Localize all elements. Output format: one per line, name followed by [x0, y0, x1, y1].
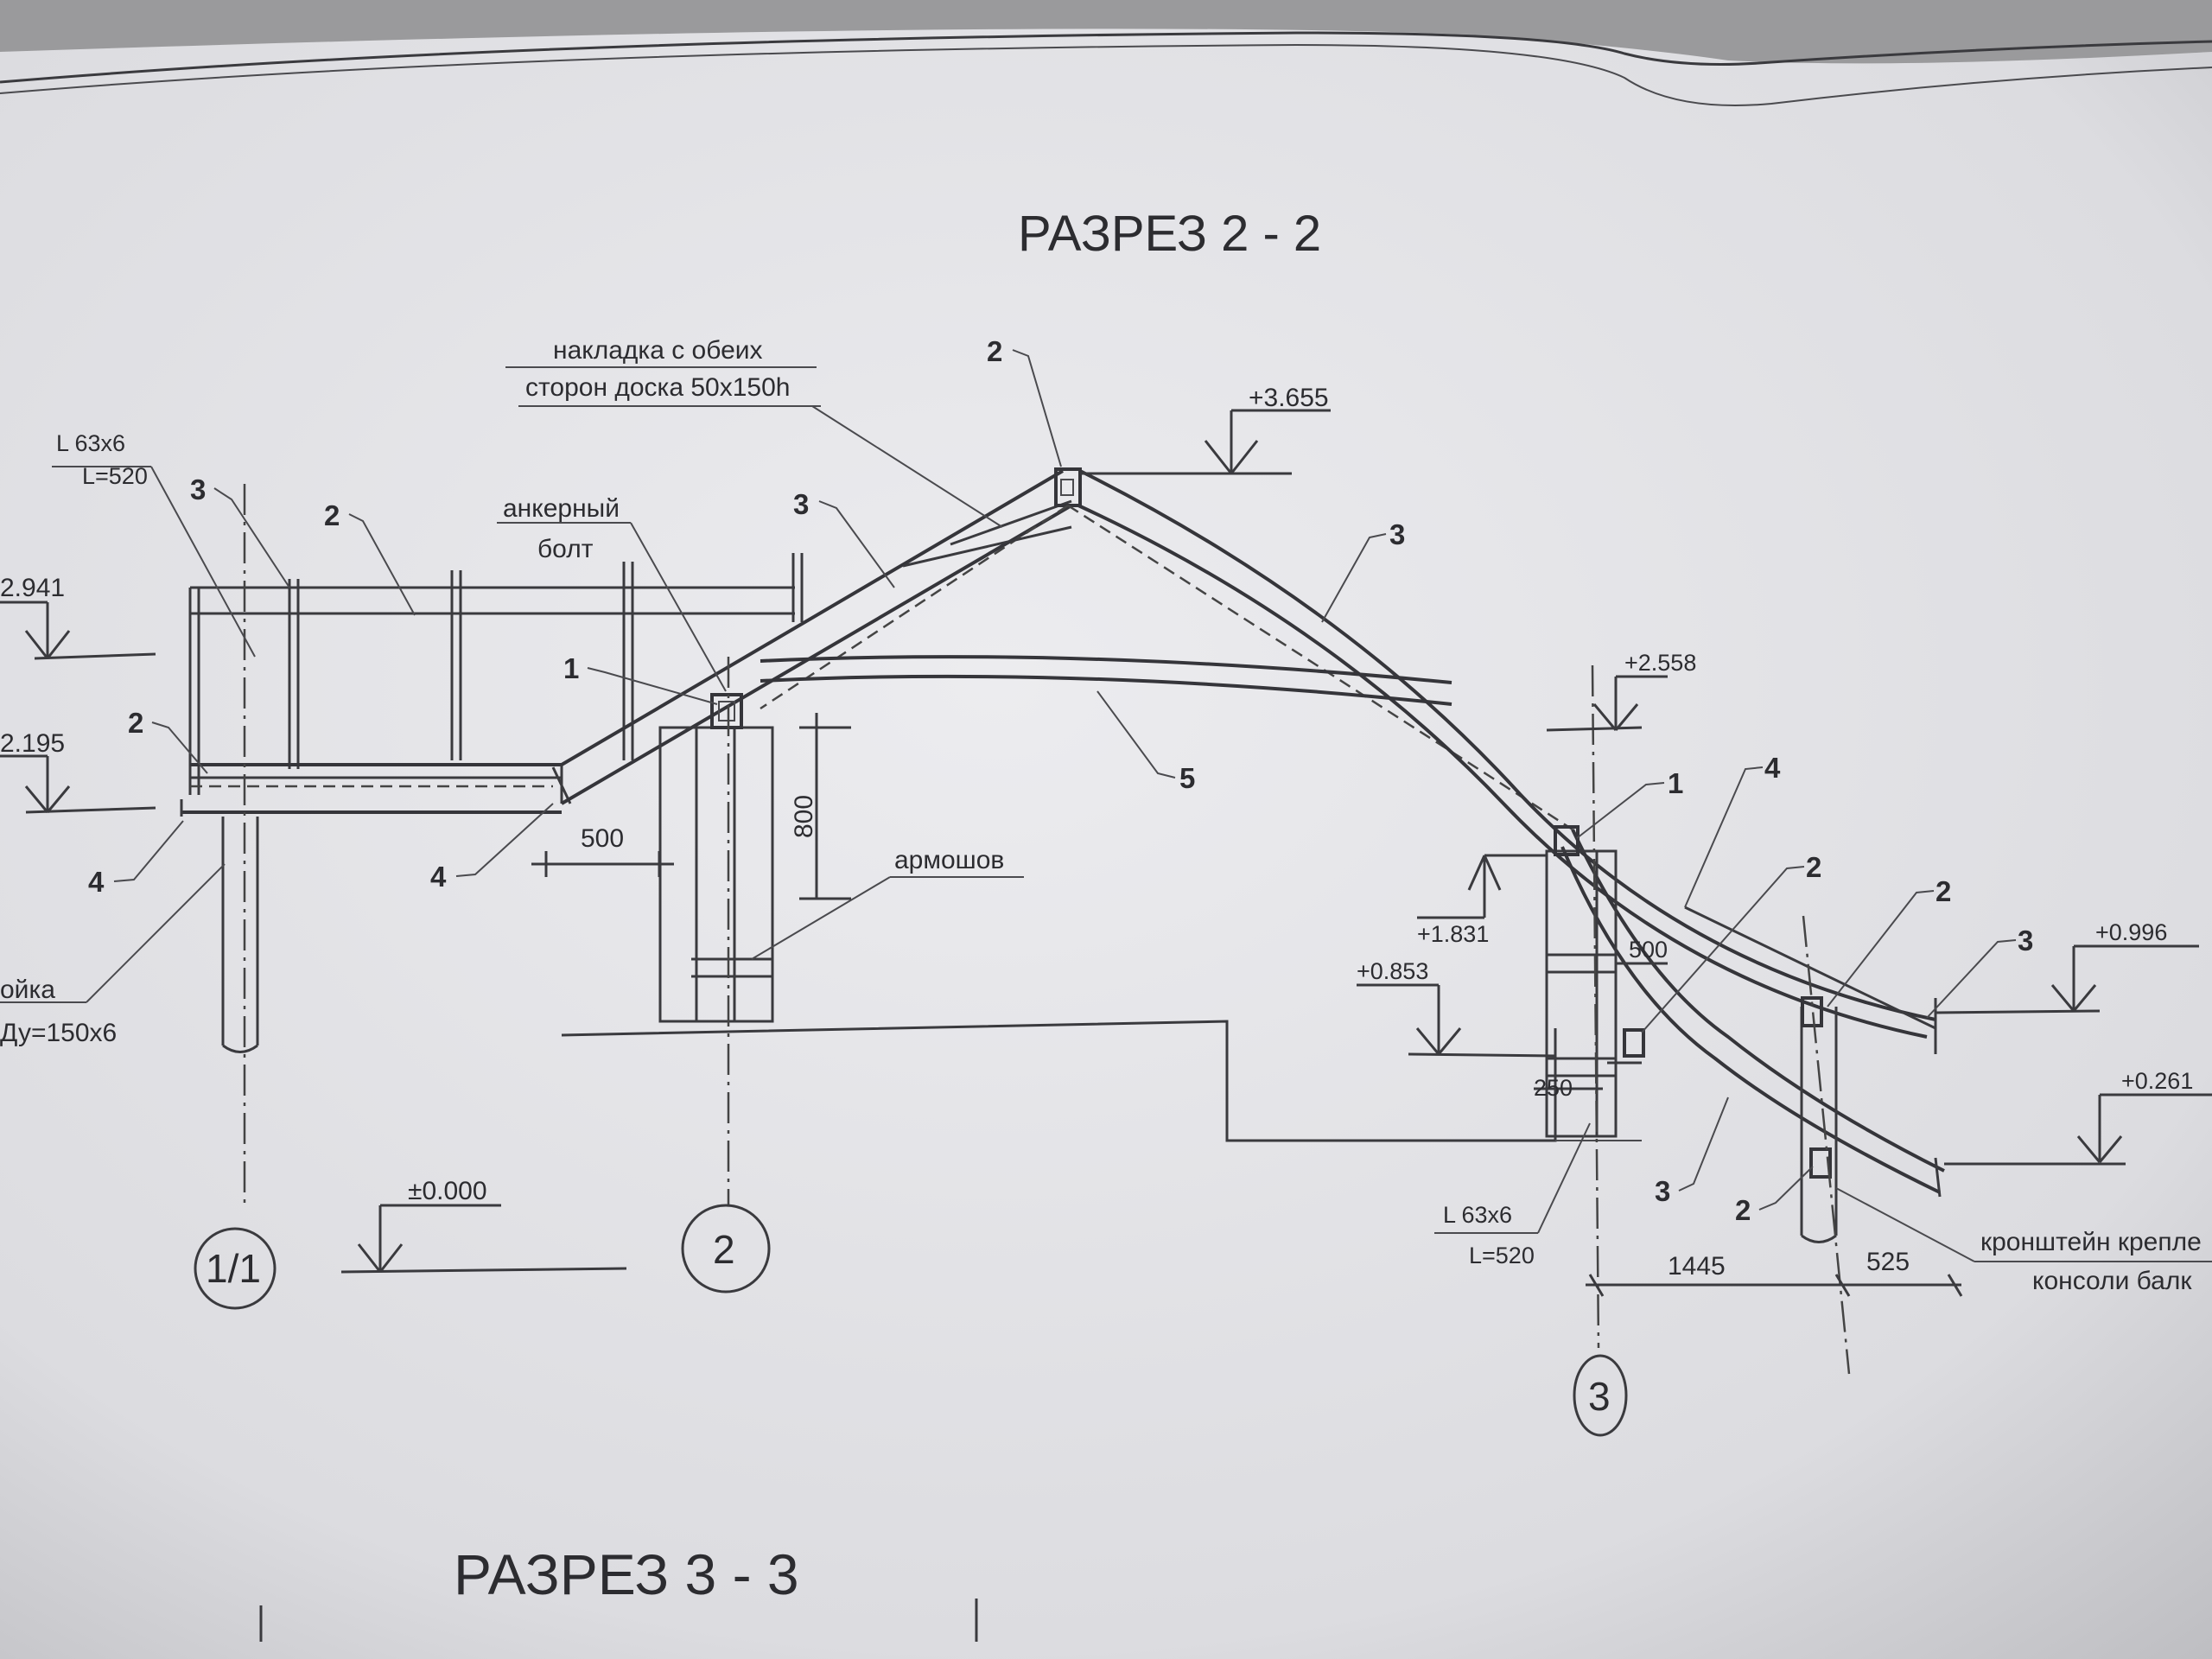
- svg-text:2: 2: [1806, 851, 1821, 883]
- svg-text:250: 250: [1534, 1075, 1573, 1101]
- elevation-mark-left-lower: 2.195: [0, 729, 156, 814]
- axis-bubble-3: [1573, 1354, 1628, 1437]
- elevation-ground-label: ±0.000: [408, 1177, 487, 1205]
- svg-text:500: 500: [581, 824, 624, 853]
- svg-text:4: 4: [88, 866, 105, 898]
- section-title-3-3: РАЗРЕЗ 3 - 3: [454, 1542, 799, 1606]
- elevation-right-mid-label: +2.558: [1624, 650, 1696, 676]
- svg-text:500: 500: [1629, 937, 1668, 963]
- elevation-mark-right-low: +0.853: [1357, 958, 1556, 1058]
- svg-text:L 63х6: L 63х6: [56, 430, 125, 456]
- elevation-mark-far-right-upper: +0.996: [1935, 919, 2199, 1014]
- frame-top-line: [0, 31, 2212, 84]
- svg-text:накладка с обеих: накладка с обеих: [553, 336, 763, 365]
- callout-armoshov: армошов: [751, 846, 1024, 960]
- svg-text:3: 3: [793, 488, 809, 520]
- svg-text:2: 2: [324, 499, 340, 531]
- svg-text:1: 1: [563, 652, 579, 684]
- svg-text:2: 2: [128, 707, 143, 739]
- svg-text:525: 525: [1866, 1248, 1910, 1276]
- callout-bracket: кронштейн крепле консоли балк: [1835, 1187, 2212, 1295]
- elevation-right-wall-label: +1.831: [1417, 921, 1489, 947]
- elevation-mark-far-right-lower: +0.261: [1944, 1068, 2212, 1166]
- axis-label-1-1: 1/1: [206, 1246, 261, 1291]
- item-markers: 2 3 2 3 3 1 2 4 4 5 1 4 2: [88, 335, 2033, 1226]
- axis-label-2: 2: [713, 1227, 735, 1272]
- dimension-500-left: 500: [531, 824, 674, 877]
- callout-overlay-board: накладка с обеих сторон доска 50х150h: [505, 336, 1003, 528]
- ground-line: [561, 1020, 1557, 1142]
- dimension-500-right: 500: [1616, 937, 1668, 965]
- svg-text:сторон доска 50х150h: сторон доска 50х150h: [525, 373, 790, 402]
- svg-text:2: 2: [1936, 875, 1951, 907]
- svg-text:3: 3: [1655, 1175, 1670, 1207]
- svg-text:4: 4: [1764, 752, 1781, 784]
- paper-page: [0, 29, 2212, 1659]
- svg-text:кронштейн крепле: кронштейн крепле: [1980, 1228, 2202, 1256]
- axis-label-3: 3: [1588, 1374, 1611, 1419]
- svg-text:3: 3: [2018, 925, 2033, 957]
- svg-text:армошов: армошов: [894, 846, 1004, 874]
- elevation-far-right-upper-label: +0.996: [2095, 919, 2167, 945]
- callout-post: ойка Ду=150х6: [0, 863, 226, 1047]
- svg-text:Ду=150х6: Ду=150х6: [0, 1019, 117, 1047]
- svg-text:5: 5: [1179, 762, 1195, 794]
- elevation-right-low-label: +0.853: [1357, 958, 1428, 984]
- dimension-800: 800: [790, 713, 851, 900]
- svg-text:L=520: L=520: [1469, 1243, 1535, 1268]
- svg-text:L 63х6: L 63х6: [1443, 1202, 1512, 1228]
- left-porch: [180, 553, 804, 1053]
- dimension-1445-525: 1445 525: [1586, 1248, 1963, 1297]
- svg-text:2: 2: [987, 335, 1002, 367]
- elevation-mark-right-mid: +2.558: [1546, 650, 1696, 732]
- svg-text:800: 800: [790, 795, 818, 838]
- elevation-far-right-lower-label: +0.261: [2121, 1068, 2193, 1094]
- svg-text:L=520: L=520: [82, 463, 148, 489]
- svg-text:консоли балк: консоли балк: [2032, 1267, 2192, 1295]
- elevation-mark-left-upper: 2.941: [0, 574, 156, 660]
- dimension-250: 250: [1534, 1075, 1603, 1101]
- elevation-mark-top: +3.655: [1080, 384, 1331, 475]
- section-title-2-2: РАЗРЕЗ 2 - 2: [1018, 206, 1321, 262]
- svg-text:анкерный: анкерный: [503, 494, 620, 523]
- svg-text:2: 2: [1735, 1194, 1751, 1226]
- axis-line-right-post: [1802, 915, 1851, 1375]
- callout-angle-right: L 63х6 L=520: [1434, 1122, 1591, 1268]
- elevation-mark-ground: ±0.000: [340, 1177, 627, 1274]
- callout-anchor-bolt: анкерный болт: [497, 494, 727, 692]
- callout-angle-left: L 63х6 L=520: [52, 430, 256, 658]
- elevation-top-label: +3.655: [1249, 384, 1329, 412]
- axis-line-3: [1591, 664, 1600, 1349]
- elevation-left-upper-label: 2.941: [0, 574, 65, 602]
- svg-text:1: 1: [1668, 767, 1683, 799]
- svg-text:3: 3: [1389, 518, 1405, 550]
- svg-text:1445: 1445: [1668, 1252, 1726, 1281]
- svg-text:ойка: ойка: [0, 976, 55, 1004]
- svg-text:болт: болт: [537, 535, 594, 563]
- frame-top-line-inner: [0, 43, 2212, 106]
- svg-text:3: 3: [190, 474, 206, 505]
- axis-bubble-2: [681, 1204, 771, 1294]
- elevation-mark-right-wall: +1.831: [1417, 854, 1547, 947]
- right-post: [1800, 996, 1838, 1243]
- svg-text:4: 4: [430, 861, 447, 893]
- axis-bubble-1-1: [194, 1227, 276, 1310]
- elevation-left-lower-label: 2.195: [0, 729, 65, 758]
